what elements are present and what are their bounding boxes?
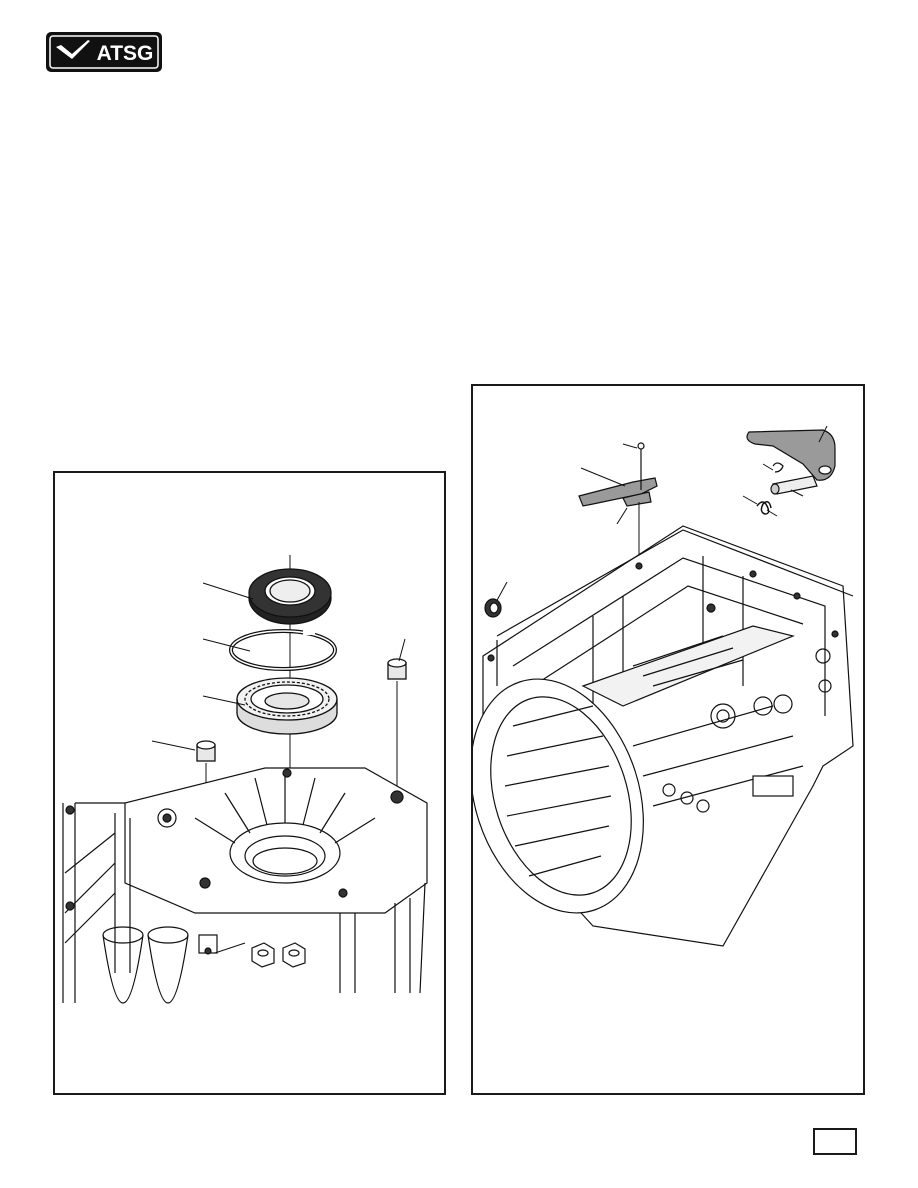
spring-part: [756, 501, 772, 515]
left-illustration: [62, 555, 428, 1004]
page-number-box: [813, 1128, 857, 1155]
atsg-logo: ATSG: [44, 30, 164, 74]
dowel-right-part: [387, 658, 407, 793]
checkmark-icon: [56, 40, 90, 59]
bearing-part: [236, 677, 338, 735]
small-seal-left-part: [484, 598, 502, 618]
figure-right-case-view: [471, 384, 865, 1095]
transmission-case: [473, 525, 854, 947]
bolt-part: [251, 942, 275, 968]
dowel-left-leader-line: [151, 740, 196, 751]
seal-leader-line: [202, 582, 254, 600]
plate-part: [622, 491, 652, 507]
seal-part: [248, 568, 332, 625]
logo-text: ATSG: [97, 42, 154, 65]
bolt-part: [198, 934, 218, 955]
figure-left-exploded-view: [53, 471, 446, 1095]
dowel-right-leader-line: [398, 638, 406, 662]
extension-housing: [62, 767, 428, 1004]
bolt-part: [282, 942, 306, 968]
snap-ring-leader-line: [202, 638, 251, 652]
bracket-part: [578, 477, 658, 507]
snap-ring-part: [229, 627, 337, 671]
bearing-leader-line: [202, 695, 246, 706]
shift-lever-part: [746, 429, 836, 481]
right-illustration: [473, 425, 854, 947]
clip-part: [772, 462, 784, 473]
shaft-part: [772, 475, 818, 495]
